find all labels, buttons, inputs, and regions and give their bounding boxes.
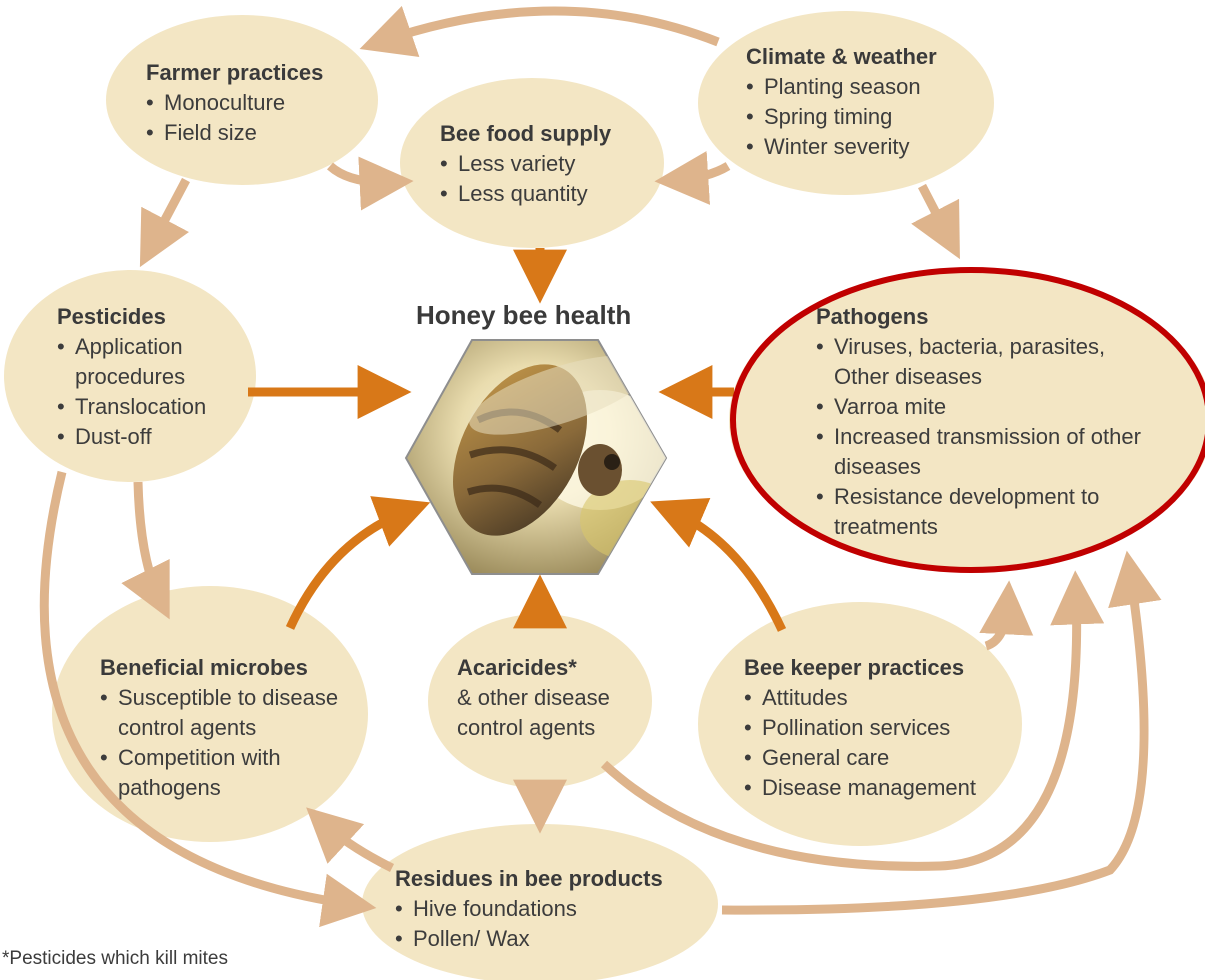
node-title: Acaricides* <box>457 653 647 683</box>
arrow-keeper-to-health <box>670 510 782 630</box>
list-item: Application procedures <box>57 332 237 392</box>
footnote: *Pesticides which kill mites <box>2 948 228 970</box>
node-title: Farmer practices <box>146 58 376 88</box>
list-item: Viruses, bacteria, parasites, Other dise… <box>816 332 1146 392</box>
list-item: Pollination services <box>744 713 1004 743</box>
list-item: Planting season <box>746 72 966 102</box>
node-title: Bee keeper practices <box>744 653 1004 683</box>
node-pesticides: Pesticides Application procedures Transl… <box>57 302 237 452</box>
arrow-climate-to-farmer <box>380 11 718 42</box>
node-text-line: control agents <box>457 713 647 743</box>
list-item: Spring timing <box>746 102 966 132</box>
arrow-microbes-to-health <box>290 510 410 628</box>
arrow-farmer-to-food <box>330 166 392 182</box>
list-item: Resistance development to treatments <box>816 482 1146 542</box>
node-pathogens: Pathogens Viruses, bacteria, parasites, … <box>816 302 1146 542</box>
node-title: Beneficial microbes <box>100 653 370 683</box>
node-title: Pathogens <box>816 302 1146 332</box>
list-item: Less variety <box>440 149 640 179</box>
node-acaricides: Acaricides* & other disease control agen… <box>457 653 647 743</box>
arrow-pesticides-to-microbes <box>138 482 160 600</box>
list-item: Translocation <box>57 392 237 422</box>
list-item: Attitudes <box>744 683 1004 713</box>
node-title: Climate & weather <box>746 42 966 72</box>
list-item: Less quantity <box>440 179 640 209</box>
list-item: Winter severity <box>746 132 966 162</box>
node-farmer-practices: Farmer practices Monoculture Field size <box>146 58 376 148</box>
arrow-climate-to-pathogens <box>922 186 950 240</box>
arrow-farmer-to-pesticides <box>150 180 186 248</box>
node-title: Residues in bee products <box>395 864 705 894</box>
node-climate-weather: Climate & weather Planting season Spring… <box>746 42 966 162</box>
arrow-climate-to-food <box>676 166 728 180</box>
list-item: Hive foundations <box>395 894 705 924</box>
node-text-line: & other disease <box>457 683 647 713</box>
list-item: Competition with pathogens <box>100 743 370 803</box>
center-title: Honey bee health <box>416 300 631 331</box>
node-beneficial-microbes: Beneficial microbes Susceptible to disea… <box>100 653 370 803</box>
arrow-residues-to-microbes <box>322 822 392 868</box>
arrow-keeper-to-pathogens <box>986 602 1008 646</box>
node-bee-food-supply: Bee food supply Less variety Less quanti… <box>440 119 640 209</box>
list-item: Varroa mite <box>816 392 1146 422</box>
node-title: Pesticides <box>57 302 237 332</box>
list-item: Susceptible to disease control agents <box>100 683 370 743</box>
node-residues: Residues in bee products Hive foundation… <box>395 864 705 954</box>
honey-bee-photo <box>406 339 680 574</box>
list-item: Monoculture <box>146 88 376 118</box>
list-item: General care <box>744 743 1004 773</box>
list-item: Pollen/ Wax <box>395 924 705 954</box>
list-item: Dust-off <box>57 422 237 452</box>
node-bee-keeper-practices: Bee keeper practices Attitudes Pollinati… <box>744 653 1004 803</box>
node-title: Bee food supply <box>440 119 640 149</box>
list-item: Increased transmission of other diseases <box>816 422 1146 482</box>
list-item: Disease management <box>744 773 1004 803</box>
list-item: Field size <box>146 118 376 148</box>
